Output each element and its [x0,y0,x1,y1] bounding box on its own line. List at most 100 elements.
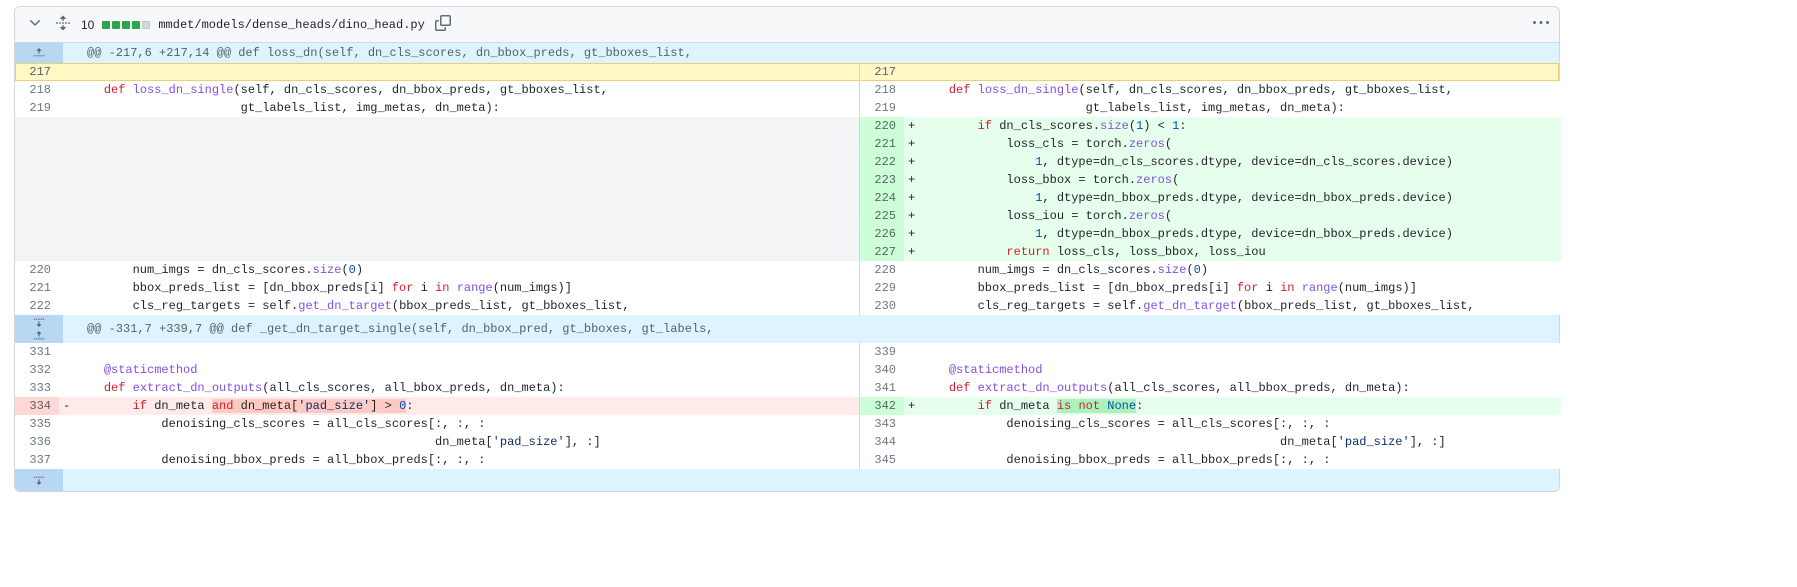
code-segment: def [103,381,126,395]
diff-pane-left [15,207,859,225]
line-number[interactable]: 334 [15,397,59,415]
code-line: denoising_bbox_preds = all_bbox_preds[:,… [920,451,1561,469]
code-segment [920,119,978,133]
code-segment [75,363,104,377]
code-line: loss_bbox = torch.zeros( [920,171,1561,189]
code-segment: and [211,399,234,413]
diff-split-view: @@ -217,6 +217,14 @@ def loss_dn(self, d… [15,43,1561,491]
line-number[interactable]: 220 [29,263,51,277]
line-number[interactable]: 344 [874,435,896,449]
code-segment: in [435,281,450,295]
line-number[interactable]: 225 [860,207,904,225]
line-number[interactable]: 226 [860,225,904,243]
diff-pane-right: 345 denoising_bbox_preds = all_bbox_pred… [859,451,1561,469]
code-segment: : [406,399,414,413]
line-number[interactable]: 221 [860,135,904,153]
file-options-button[interactable] [1531,13,1551,36]
line-number[interactable]: 230 [874,299,896,313]
code-line: if dn_meta is not None: [920,397,1561,415]
file-header: 10 mmdet/models/dense_heads/dino_head.py [15,7,1559,43]
line-number[interactable]: 218 [29,83,51,97]
expand-up-button[interactable] [15,329,63,343]
expand-down-icon [33,316,45,328]
line-number[interactable]: 343 [874,417,896,431]
diff-pane-left: 218 def loss_dn_single(self, dn_cls_scor… [15,81,859,99]
expand-down-button[interactable] [15,473,63,487]
changed-lines-count: 10 [81,17,95,32]
line-number[interactable]: 331 [29,345,51,359]
code-segment: extract_dn_outputs [132,381,263,395]
line-number[interactable]: 221 [29,281,51,295]
code-segment: def [103,83,126,97]
expand-up-button[interactable] [15,46,63,60]
code-segment [75,399,133,413]
code-segment: 0 [348,263,356,277]
code-segment [920,381,949,395]
line-number[interactable]: 345 [874,453,896,467]
diff-marker [904,451,920,469]
code-segment: (bbox_preds_list, gt_bboxes_list, [391,299,630,313]
line-number[interactable]: 340 [874,363,896,377]
copy-path-button[interactable] [433,13,453,36]
line-number[interactable]: 228 [874,263,896,277]
diffstat-square-neutral [142,20,151,29]
line-number[interactable]: 341 [874,381,896,395]
line-number[interactable]: 222 [860,153,904,171]
code-segment: size [1100,119,1129,133]
collapse-file-button[interactable] [25,13,45,36]
line-number[interactable]: 217 [29,65,51,79]
code-segment: (num_imgs)] [1337,281,1417,295]
line-number[interactable]: 224 [860,189,904,207]
code-segment: dn_meta [992,399,1057,413]
code-line: denoising_cls_scores = all_cls_scores[:,… [75,415,859,433]
line-number[interactable]: 223 [860,171,904,189]
line-number[interactable]: 342 [860,397,904,415]
file-path-link[interactable]: mmdet/models/dense_heads/dino_head.py [158,17,425,32]
diff-pane-left [15,189,859,207]
diff-marker: + [908,137,916,151]
code-segment: dn_meta [147,399,212,413]
line-number[interactable]: 219 [29,101,51,115]
diffstat-square-added [132,20,141,29]
code-segment: ( [341,263,349,277]
code-segment: zeros [1128,137,1165,151]
diff-row: 334- if dn_meta and dn_meta['pad_size'] … [15,397,1561,415]
line-number[interactable]: 218 [874,83,896,97]
code-line: bbox_preds_list = [dn_bbox_preds[i] for … [920,279,1561,297]
code-segment: denoising_cls_scores = all_cls_scores[:,… [920,417,1331,431]
expand-all-hunks-button[interactable] [53,13,73,36]
diff-row: 218 def loss_dn_single(self, dn_cls_scor… [15,81,1561,99]
line-number[interactable]: 332 [29,363,51,377]
code-segment: (self, dn_cls_scores, dn_bbox_preds, gt_… [1078,83,1453,97]
diff-row: 221 + loss_cls = torch.zeros( [15,135,1561,153]
diff-marker: + [908,155,916,169]
diff-pane-right: 217 [859,63,1561,81]
line-number[interactable]: 217 [874,65,896,79]
code-line: gt_labels_list, img_metas, dn_meta): [920,99,1561,117]
line-number[interactable]: 336 [29,435,51,449]
diff-pane-right: 343 denoising_cls_scores = all_cls_score… [859,415,1561,433]
code-segment: i [1258,281,1281,295]
diff-pane-left: 331 [15,343,859,361]
code-segment: i [413,281,436,295]
expand-down-button[interactable] [15,315,63,329]
code-segment: size [1157,263,1187,277]
copy-icon [434,15,451,34]
code-line: loss_cls = torch.zeros( [920,135,1561,153]
line-number[interactable]: 220 [860,117,904,135]
diff-pane-left: 335 denoising_cls_scores = all_cls_score… [15,415,859,433]
line-number[interactable]: 222 [29,299,51,313]
line-number[interactable]: 339 [874,345,896,359]
line-number[interactable]: 229 [874,281,896,295]
code-segment [1100,399,1108,413]
line-number[interactable]: 335 [29,417,51,431]
line-number[interactable]: 227 [860,243,904,261]
code-segment [920,155,1035,169]
line-number[interactable]: 219 [874,101,896,115]
expand-up-icon [33,47,45,59]
line-number[interactable]: 333 [29,381,51,395]
code-segment: def [948,381,971,395]
line-number[interactable]: 337 [29,453,51,467]
code-line: bbox_preds_list = [dn_bbox_preds[i] for … [75,279,859,297]
